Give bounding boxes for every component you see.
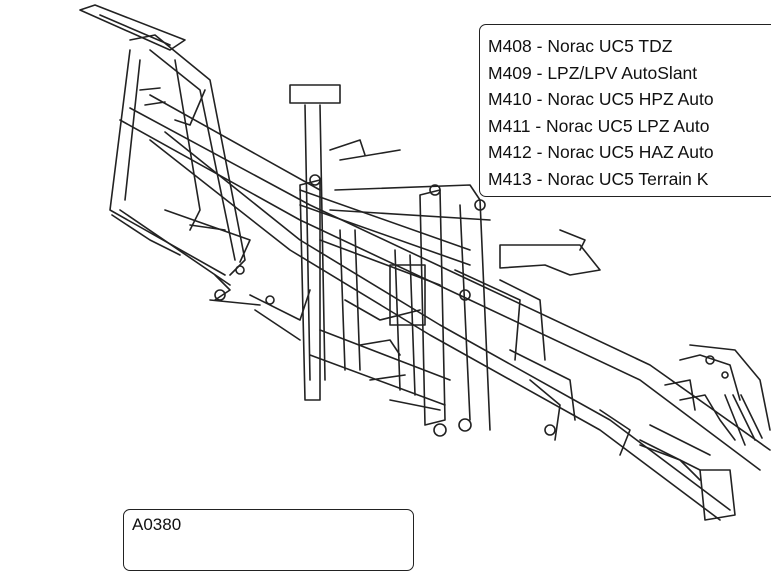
model-item-m410: M410 - Norac UC5 HPZ Auto — [488, 89, 714, 110]
center-mast-frame — [289, 84, 556, 437]
model-item-m411: M411 - Norac UC5 LPZ Auto — [488, 115, 710, 136]
main-boom-rails — [119, 94, 771, 521]
reference-callout: A0380 — [123, 509, 414, 571]
left-lower-bracket — [209, 289, 311, 341]
model-item-m413: M413 - Norac UC5 Terrain K — [488, 168, 709, 189]
right-boom-tip — [639, 344, 771, 481]
model-list: M408 - Norac UC5 TDZ M409 - LPZ/LPV Auto… — [480, 25, 771, 193]
model-item-m409: M409 - LPZ/LPV AutoSlant — [488, 62, 698, 83]
model-list-callout: M408 - Norac UC5 TDZ M409 - LPZ/LPV Auto… — [479, 24, 771, 197]
model-item-m408: M408 - Norac UC5 TDZ — [488, 36, 673, 56]
reference-label: A0380 — [132, 515, 182, 534]
right-bracket-assembly — [499, 229, 631, 456]
model-item-m412: M412 - Norac UC5 HAZ Auto — [488, 142, 714, 163]
left-boom-arm — [79, 4, 251, 301]
